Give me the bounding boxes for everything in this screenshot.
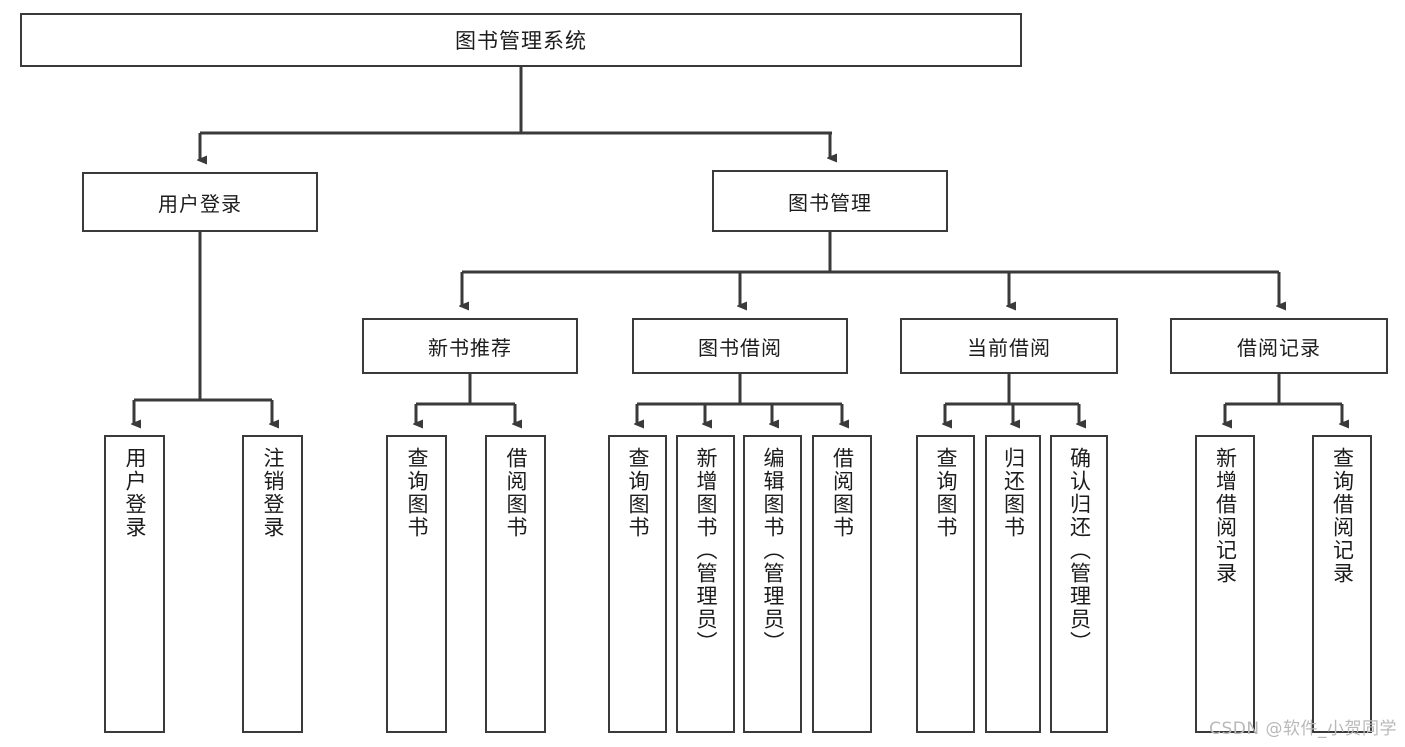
node-book-borrow-label: 图书借阅 bbox=[698, 335, 782, 360]
node-leaf-add-book[interactable]: 新增图书（管理员） bbox=[676, 435, 735, 733]
node-leaf-query-book-2-label: 查询图书 bbox=[626, 447, 650, 539]
node-user-login[interactable]: 用户登录 bbox=[82, 172, 318, 232]
node-borrow-record[interactable]: 借阅记录 bbox=[1170, 318, 1388, 374]
node-new-book-recommend[interactable]: 新书推荐 bbox=[362, 318, 578, 374]
node-leaf-query-book-1-label: 查询图书 bbox=[405, 447, 429, 539]
node-current-borrow[interactable]: 当前借阅 bbox=[900, 318, 1118, 374]
node-leaf-borrow-book-2-label: 借阅图书 bbox=[830, 447, 855, 539]
node-leaf-user-logout[interactable]: 注销登录 bbox=[242, 435, 303, 733]
node-leaf-add-borrow-record[interactable]: 新增借阅记录 bbox=[1195, 435, 1255, 733]
node-leaf-query-book-3[interactable]: 查询图书 bbox=[916, 435, 975, 733]
node-leaf-query-book-2[interactable]: 查询图书 bbox=[608, 435, 667, 733]
node-root-label: 图书管理系统 bbox=[455, 29, 587, 53]
node-root[interactable]: 图书管理系统 bbox=[20, 13, 1022, 67]
node-leaf-return-book[interactable]: 归还图书 bbox=[985, 435, 1041, 733]
node-leaf-confirm-return-label: 确认归还（管理员） bbox=[1067, 447, 1092, 654]
node-leaf-query-borrow-record[interactable]: 查询借阅记录 bbox=[1312, 435, 1372, 733]
node-new-book-recommend-label: 新书推荐 bbox=[428, 335, 512, 360]
node-leaf-add-book-label: 新增图书（管理员） bbox=[694, 447, 718, 654]
node-book-manage[interactable]: 图书管理 bbox=[712, 170, 948, 232]
node-book-borrow[interactable]: 图书借阅 bbox=[632, 318, 848, 374]
node-borrow-record-label: 借阅记录 bbox=[1237, 335, 1321, 360]
node-leaf-borrow-book-1[interactable]: 借阅图书 bbox=[485, 435, 546, 733]
node-user-login-label: 用户登录 bbox=[158, 191, 242, 216]
node-leaf-user-login[interactable]: 用户登录 bbox=[104, 435, 165, 733]
node-leaf-edit-book[interactable]: 编辑图书（管理员） bbox=[743, 435, 802, 733]
node-leaf-query-book-1[interactable]: 查询图书 bbox=[386, 435, 447, 733]
node-current-borrow-label: 当前借阅 bbox=[967, 335, 1051, 360]
node-leaf-query-borrow-record-label: 查询借阅记录 bbox=[1330, 447, 1355, 585]
node-leaf-user-login-label: 用户登录 bbox=[123, 447, 147, 539]
node-leaf-edit-book-label: 编辑图书（管理员） bbox=[761, 447, 785, 654]
node-leaf-confirm-return[interactable]: 确认归还（管理员） bbox=[1050, 435, 1108, 733]
node-leaf-query-book-3-label: 查询图书 bbox=[934, 447, 958, 539]
node-leaf-add-borrow-record-label: 新增借阅记录 bbox=[1213, 447, 1238, 585]
node-leaf-borrow-book-2[interactable]: 借阅图书 bbox=[812, 435, 872, 733]
node-leaf-borrow-book-1-label: 借阅图书 bbox=[504, 447, 528, 539]
node-leaf-return-book-label: 归还图书 bbox=[1001, 447, 1026, 539]
watermark-text: CSDN @软件_小贺同学 bbox=[1209, 719, 1397, 739]
node-book-manage-label: 图书管理 bbox=[788, 190, 872, 215]
node-leaf-user-logout-label: 注销登录 bbox=[261, 447, 285, 539]
